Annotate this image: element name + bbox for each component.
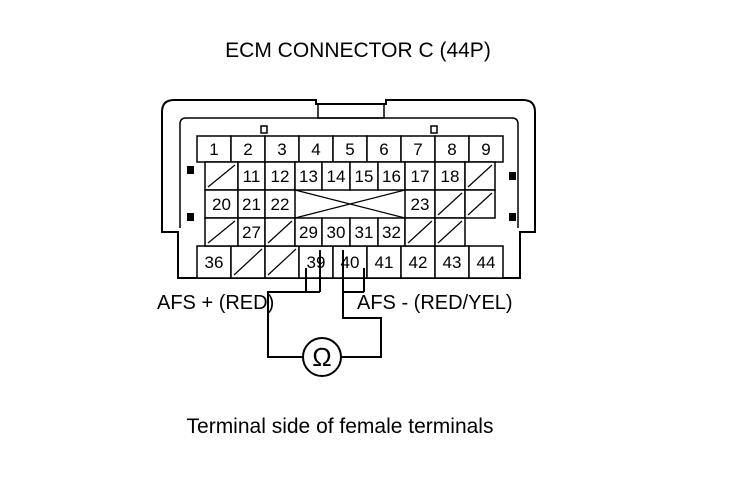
blank-cavity-mark <box>233 248 263 276</box>
blank-cavity-mark <box>207 220 236 244</box>
blank-cavity-mark <box>437 220 463 244</box>
terminal-number: 39 <box>307 253 326 272</box>
terminal-number: 3 <box>277 140 286 159</box>
terminal-cavity <box>400 135 436 163</box>
terminal-cavity <box>468 135 504 163</box>
terminal-cavity <box>377 217 406 247</box>
terminal-cavity <box>404 161 436 191</box>
plugged-cavity-cross <box>294 189 406 219</box>
terminal-number: 29 <box>299 223 318 242</box>
terminal-number: 17 <box>411 167 430 186</box>
terminal-number: 13 <box>299 167 318 186</box>
terminal-cavity <box>400 245 436 279</box>
connector-housing <box>161 99 536 279</box>
terminal-number: 4 <box>311 140 320 159</box>
terminal-cavity <box>349 217 379 247</box>
terminal-number: 7 <box>413 140 422 159</box>
terminal-number: 6 <box>379 140 388 159</box>
terminal-number: 18 <box>441 167 460 186</box>
terminal-number: 1 <box>209 140 218 159</box>
blank-cavity-mark <box>407 220 433 244</box>
ohm-symbol-icon: Ω <box>312 342 331 372</box>
terminal-number: 14 <box>327 167 346 186</box>
terminal-number: 11 <box>243 167 261 186</box>
terminal-number: 21 <box>242 195 261 214</box>
blank-cavity-mark <box>467 164 493 188</box>
terminal-cavity <box>366 245 402 279</box>
terminal-number: 43 <box>443 253 462 272</box>
ohmmeter-circle <box>302 337 342 377</box>
terminal-number: 27 <box>242 223 261 242</box>
terminal-number: 5 <box>345 140 354 159</box>
blank-cavity-mark <box>207 164 236 188</box>
terminal-cavity <box>196 245 232 279</box>
terminal-number: 12 <box>271 167 290 186</box>
terminal-number: 22 <box>271 195 290 214</box>
terminal-number: 8 <box>447 140 456 159</box>
terminal-cavity <box>237 217 266 247</box>
blank-cavity-mark <box>437 192 463 216</box>
terminal-number: 9 <box>481 140 490 159</box>
afs-negative-label: AFS - (RED/YEL) <box>357 292 513 314</box>
terminal-number: 36 <box>205 253 224 272</box>
test-leads <box>267 250 382 358</box>
terminal-number: 31 <box>355 223 374 242</box>
terminal-number: 16 <box>382 167 401 186</box>
terminal-number: 40 <box>341 253 360 272</box>
terminal-number: 2 <box>243 140 252 159</box>
terminal-cavity <box>332 245 368 279</box>
terminal-cavity <box>230 135 266 163</box>
view-caption: Terminal side of female terminals <box>187 415 494 438</box>
terminal-cavity <box>349 161 379 191</box>
diagram-title: ECM CONNECTOR C (44P) <box>225 39 491 62</box>
terminal-number: 30 <box>327 223 346 242</box>
blank-cavity-mark <box>267 248 297 276</box>
blank-cavity-mark <box>267 220 293 244</box>
terminal-number: 42 <box>409 253 428 272</box>
terminal-number: 32 <box>382 223 401 242</box>
blank-cavity-mark <box>467 192 493 216</box>
terminal-number: 41 <box>375 253 394 272</box>
ohmmeter: Ω <box>302 337 342 377</box>
terminal-cavity <box>321 217 351 247</box>
terminal-cavity <box>196 135 232 163</box>
terminal-cavity <box>294 217 323 247</box>
terminal-number: 15 <box>355 167 374 186</box>
afs-positive-label: AFS + (RED) <box>157 292 274 314</box>
terminal-number: 23 <box>411 195 430 214</box>
terminal-number: 44 <box>477 253 496 272</box>
terminal-cavity <box>468 245 504 279</box>
terminal-number: 20 <box>212 195 231 214</box>
